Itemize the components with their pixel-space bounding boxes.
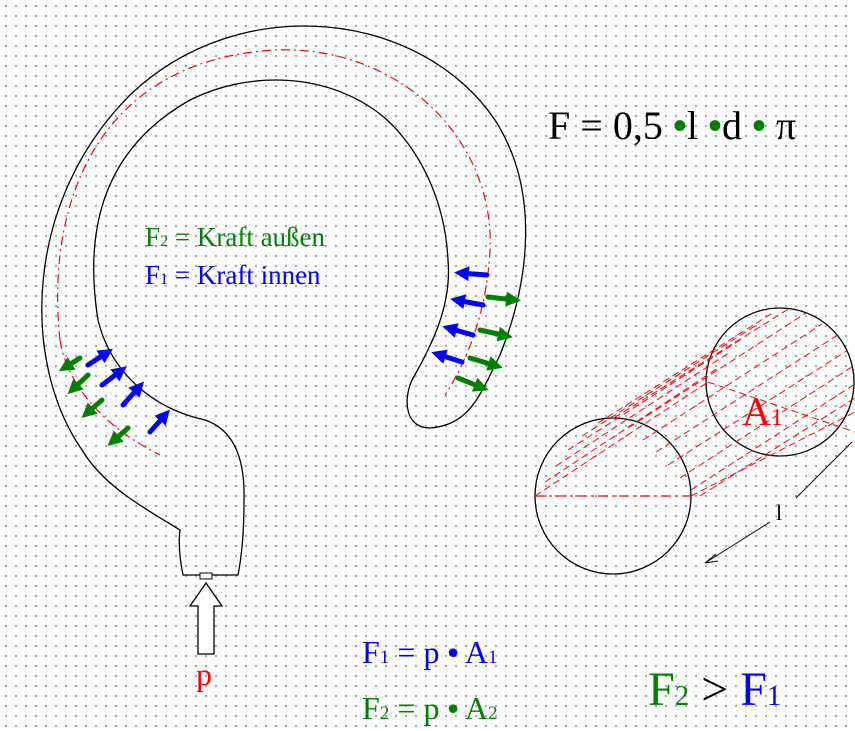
comparison-right: F bbox=[740, 663, 767, 716]
formula-force-symbol: F bbox=[548, 103, 571, 148]
force-arrow-inner bbox=[454, 266, 490, 282]
center-line bbox=[57, 49, 491, 396]
force-comparison: F2 > F1 bbox=[648, 666, 781, 714]
force-arrow-inner bbox=[85, 348, 114, 368]
cylinder bbox=[534, 307, 855, 575]
length-arrow bbox=[704, 521, 771, 564]
multiplication-dot: • bbox=[751, 103, 766, 148]
force-arrow-outer bbox=[455, 375, 489, 392]
force-arrow-outer bbox=[477, 326, 513, 342]
pressure-arrow bbox=[188, 581, 224, 655]
cylinder-area-label: A1 bbox=[742, 392, 783, 432]
multiplication-dot: • bbox=[447, 690, 459, 726]
comparison-operator: > bbox=[701, 663, 729, 716]
formula-factor: 0,5 bbox=[612, 103, 663, 148]
area-index: 1 bbox=[770, 405, 783, 431]
cylinder-hatching bbox=[534, 307, 855, 497]
multiplication-dot: • bbox=[447, 634, 459, 670]
comparison-right-index: 1 bbox=[766, 680, 782, 712]
force-arrow-inner bbox=[99, 366, 127, 388]
legend-f1-text: = Kraft innen bbox=[174, 260, 321, 290]
center-line-lower bbox=[59, 339, 161, 456]
eq2-area: A bbox=[464, 690, 488, 726]
force-arrow-inner bbox=[450, 294, 486, 310]
eq1-area-index: 1 bbox=[487, 647, 498, 668]
bourdon-tube-outline bbox=[41, 25, 527, 576]
eq1-rhs: = p bbox=[397, 634, 440, 670]
force-arrow-inner bbox=[120, 381, 145, 408]
legend-f1-index: 1 bbox=[160, 270, 169, 288]
force-arrow-inner bbox=[147, 409, 170, 435]
legend-f2-symbol: F bbox=[145, 222, 161, 252]
legend-f2-index: 2 bbox=[160, 232, 169, 250]
multiplication-dot: • bbox=[672, 103, 687, 148]
area-symbol: A bbox=[742, 389, 771, 434]
formula-diameter: d bbox=[721, 103, 742, 148]
force-arrow-outer bbox=[107, 425, 131, 446]
eq1-force-index: 1 bbox=[379, 647, 390, 668]
pressure-label: p bbox=[196, 656, 212, 692]
force-arrows-right bbox=[431, 266, 521, 392]
length-dimension-line bbox=[795, 441, 853, 499]
force-arrow-outer bbox=[81, 397, 105, 418]
eq1-force: F bbox=[362, 634, 380, 670]
force-formula: F = 0,5 •l •d • π bbox=[548, 106, 796, 146]
legend-inner-force: F1 = Kraft innen bbox=[145, 262, 321, 289]
legend-outer-force: F2 = Kraft außen bbox=[145, 224, 325, 251]
eq1-area: A bbox=[464, 634, 488, 670]
legend-f2-text: = Kraft außen bbox=[174, 222, 326, 252]
force-arrow-outer bbox=[67, 372, 91, 395]
multiplication-dot: • bbox=[707, 103, 722, 148]
force-arrow-outer bbox=[58, 355, 83, 372]
legend-f1-symbol: F bbox=[145, 260, 161, 290]
equation-inner-force: F1 = p • A1 bbox=[362, 636, 498, 668]
force-arrow-outer bbox=[485, 291, 521, 307]
force-arrow-inner bbox=[431, 349, 465, 365]
inlet-nozzle bbox=[199, 572, 213, 580]
comparison-left-index: 2 bbox=[674, 680, 690, 712]
force-arrow-outer bbox=[467, 355, 503, 371]
cylinder-length-label: l bbox=[776, 500, 783, 525]
eq2-force: F bbox=[362, 690, 380, 726]
eq2-area-index: 2 bbox=[487, 703, 498, 724]
eq2-rhs: = p bbox=[397, 690, 440, 726]
eq2-force-index: 2 bbox=[379, 703, 390, 724]
equation-outer-force: F2 = p • A2 bbox=[362, 692, 498, 724]
formula-pi: π bbox=[775, 103, 797, 148]
comparison-left: F bbox=[648, 663, 675, 716]
force-arrows-left bbox=[58, 348, 170, 446]
formula-equals: = bbox=[580, 103, 603, 148]
cylinder-back-circle bbox=[705, 307, 855, 457]
formula-length: l bbox=[686, 103, 698, 148]
force-arrow-inner bbox=[442, 323, 476, 338]
